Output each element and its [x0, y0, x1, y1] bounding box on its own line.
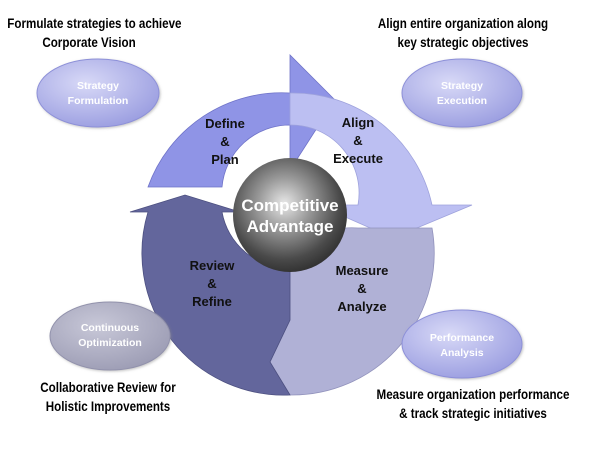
svg-text:Continuous: Continuous [81, 322, 139, 334]
center-hub [233, 158, 347, 272]
segment-align-execute [289, 92, 473, 239]
svg-text:Refine: Refine [192, 294, 232, 309]
svg-text:Execute: Execute [333, 151, 383, 166]
svg-text:&: & [357, 281, 366, 296]
segment-define-plan [147, 54, 336, 188]
segment-label-measure: Measure & Analyze [336, 263, 389, 314]
svg-text:Align: Align [342, 115, 375, 130]
segment-label-define: Define & Plan [205, 116, 245, 167]
segment-label-align: Align & Execute [333, 115, 383, 166]
svg-text:Execution: Execution [437, 95, 487, 107]
svg-text:&: & [353, 133, 362, 148]
oval-continuous-optimization: Continuous Optimization [49, 301, 171, 371]
svg-text:&: & [220, 134, 229, 149]
svg-text:Optimization: Optimization [78, 337, 142, 349]
oval-performance-analysis: Performance Analysis [401, 309, 523, 379]
segment-label-review: Review & Refine [190, 258, 236, 309]
caption-top-right: Align entire organization along key stra… [377, 16, 549, 50]
svg-text:Define: Define [205, 116, 245, 131]
svg-text:Measure: Measure [336, 263, 389, 278]
svg-text:Strategy: Strategy [77, 80, 119, 92]
center-label-line2: Advantage [247, 217, 334, 236]
svg-text:Analysis: Analysis [440, 347, 483, 359]
svg-text:&: & [207, 276, 216, 291]
caption-top-left: Formulate strategies to achieve Corporat… [7, 16, 182, 50]
oval-strategy-formulation: Strategy Formulation [36, 58, 160, 128]
center-label-line1: Competitive [241, 196, 338, 215]
caption-bottom-left: Collaborative Review for Holistic Improv… [40, 380, 176, 414]
svg-text:Strategy: Strategy [441, 80, 483, 92]
oval-strategy-execution: Strategy Execution [401, 58, 523, 128]
svg-text:Formulation: Formulation [68, 95, 129, 107]
caption-bottom-right: Measure organization performance & track… [376, 387, 570, 421]
svg-text:Plan: Plan [211, 152, 239, 167]
svg-text:Analyze: Analyze [337, 299, 386, 314]
svg-text:Performance: Performance [430, 332, 494, 344]
svg-text:Review: Review [190, 258, 236, 273]
